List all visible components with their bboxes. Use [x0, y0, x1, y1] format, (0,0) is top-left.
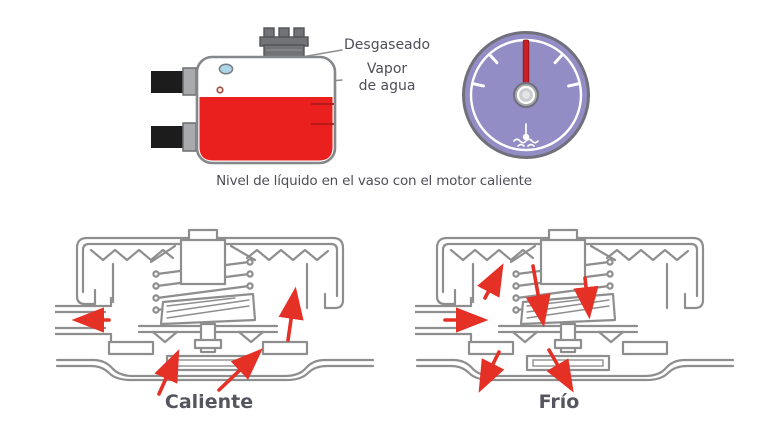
pressure-seal: [519, 292, 617, 326]
hot-flow-arrows: [71, 286, 304, 396]
flow-arrow-up-right: [278, 286, 304, 342]
gauge-ticks: [472, 53, 580, 88]
radiator-cap-diagram-cold: [415, 228, 735, 393]
expansion-tank-outline: [195, 55, 337, 165]
flow-arrow-bottom-right: [217, 348, 263, 392]
label-vapor-de-agua: Vapor de agua: [348, 61, 426, 95]
coolant-liquid: [199, 97, 333, 161]
flow-arrow-bottom-left: [154, 349, 180, 396]
valve-plate: [467, 322, 669, 372]
flow-arrow-bottom-left-out: [478, 350, 505, 393]
cold-flow-arrows: [443, 263, 599, 393]
hose-upper: [151, 67, 197, 96]
gauge-needle: [522, 39, 530, 89]
flow-arrow-down-right: [573, 276, 599, 320]
radiator-cap-diagram-hot: [55, 228, 375, 396]
filler-cap-icon: [259, 27, 309, 59]
label-vapor-line2: de agua: [358, 78, 416, 94]
valve-plate: [107, 322, 309, 372]
label-frio: Frío: [538, 391, 580, 413]
label-desgaseado: Desgaseado: [344, 37, 431, 53]
coolant-temp-icon: [513, 123, 539, 147]
label-vapor-line1: Vapor: [366, 61, 408, 77]
filler-neck: [55, 296, 375, 382]
cap-stem: [539, 228, 587, 286]
expansion-tank-figure: [151, 27, 343, 165]
degassing-bubble-icon: [218, 63, 234, 75]
cap-stem: [179, 228, 227, 286]
figure-caption: Nivel de líquido en el vaso con el motor…: [216, 173, 532, 189]
flow-arrow-down-center: [525, 264, 551, 328]
temperature-gauge: [462, 31, 590, 159]
gauge-hub: [513, 82, 539, 108]
label-caliente: Caliente: [164, 391, 254, 413]
hose-lower: [151, 122, 197, 152]
vapor-dot-icon: [216, 86, 224, 94]
pressure-seal: [159, 292, 257, 326]
flow-arrow-bottom-right-out: [546, 348, 574, 393]
flow-arrow-up-interior: [477, 263, 504, 300]
